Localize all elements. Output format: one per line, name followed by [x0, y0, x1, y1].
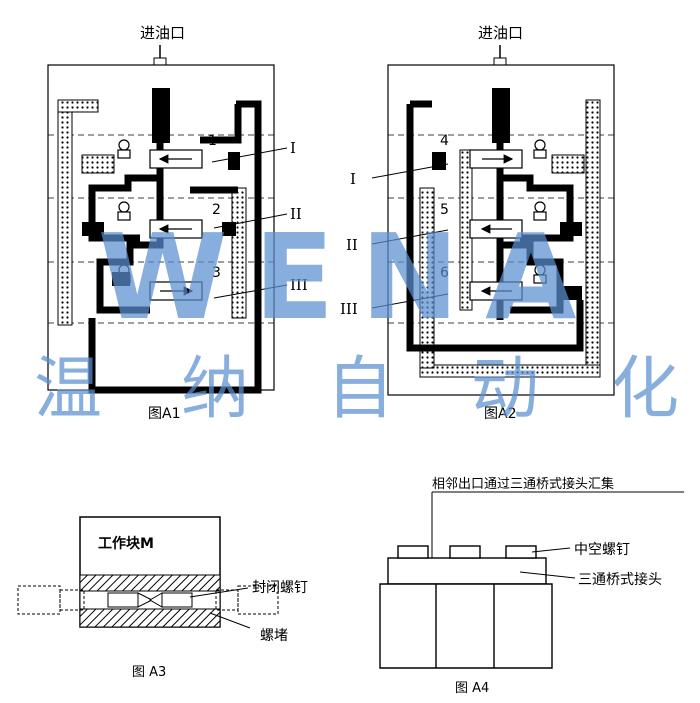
a1-spools: [149, 149, 203, 301]
watermark-char-4: 动: [471, 350, 539, 429]
a1-leaders: [211, 147, 288, 299]
a1-roman-ii: II: [290, 205, 302, 223]
figure-a1: 进油口: [47, 24, 308, 422]
a3-plug-label: 螺堵: [260, 628, 288, 644]
a3-leaders: [189, 587, 251, 629]
a2-roman-ii: II: [346, 236, 358, 254]
a1-roman-iii: III: [290, 276, 308, 294]
a1-return-channel-left: [57, 99, 73, 326]
a2-spools: [469, 149, 523, 301]
a1-caption: 图A1: [148, 406, 180, 422]
a3-closing-screw: [107, 592, 193, 608]
a2-number-5: 5: [440, 202, 449, 218]
a4-bridge-label: 三通桥式接头: [578, 571, 662, 588]
a1-return-channel-top: [57, 99, 99, 113]
a2-roman-iii: III: [340, 300, 358, 318]
a1-pressure-lines: [88, 90, 262, 394]
a1-number-2: 2: [212, 202, 221, 218]
watermark-latin: WENA: [98, 208, 603, 346]
a4-bridge-fitting: [387, 557, 547, 585]
a2-solid-blocks: [432, 152, 582, 300]
a2-number-4: 4: [440, 133, 449, 149]
a3-screw-label: 封闭螺钉: [252, 580, 308, 596]
watermark-char-1: 温: [34, 350, 102, 429]
a2-return-block: [551, 154, 585, 174]
a2-leaders: [371, 163, 449, 309]
a1-inlet-label: 进油口: [140, 24, 185, 42]
a2-check-valves: [533, 139, 547, 284]
watermark-char-5: 化: [611, 350, 679, 429]
a3-right-fitting: [215, 585, 279, 615]
a4-body-dividers: [435, 584, 495, 668]
a4-caption: 图 A4: [455, 681, 489, 696]
watermark-char-2: 纳: [181, 350, 249, 429]
a4-hollow-screw-label: 中空螺钉: [574, 542, 630, 558]
a1-roman-i: I: [290, 139, 296, 157]
watermark: WENA 温 纳 自 动 化: [34, 208, 679, 429]
a2-caption: 图A2: [484, 406, 516, 422]
a3-left-fitting: [17, 585, 85, 615]
a4-hollow-screws: [397, 545, 537, 559]
a4-top-label: 相邻出口通过三通桥式接头汇集: [432, 476, 614, 492]
a2-roman-i: I: [350, 170, 356, 188]
a3-block-label: 工作块M: [98, 535, 154, 552]
watermark-char-3: 自: [326, 350, 394, 429]
figure-a4: 相邻出口通过三通桥式接头汇集 中空螺钉 三通桥式接头 图 A4: [379, 476, 684, 696]
a1-inlet-core: [152, 88, 170, 143]
a4-valve-bodies: [379, 583, 553, 669]
a2-inlet-label: 进油口: [478, 24, 523, 42]
a4-leaders: [519, 547, 576, 579]
a3-caption: 图 A3: [132, 665, 166, 680]
a2-inlet-core: [492, 88, 510, 143]
a2-return-channel-bottom: [419, 364, 601, 378]
a1-number-1: 1: [208, 133, 217, 149]
a1-return-channel-right: [231, 187, 247, 319]
a2-number-6: 6: [440, 265, 449, 281]
a1-number-3: 3: [212, 265, 221, 281]
figure-a2: 进油口: [340, 24, 615, 422]
a1-return-block: [81, 154, 115, 174]
figure-a3: 工作块M 封闭螺钉 螺堵 图 A3: [17, 516, 308, 680]
